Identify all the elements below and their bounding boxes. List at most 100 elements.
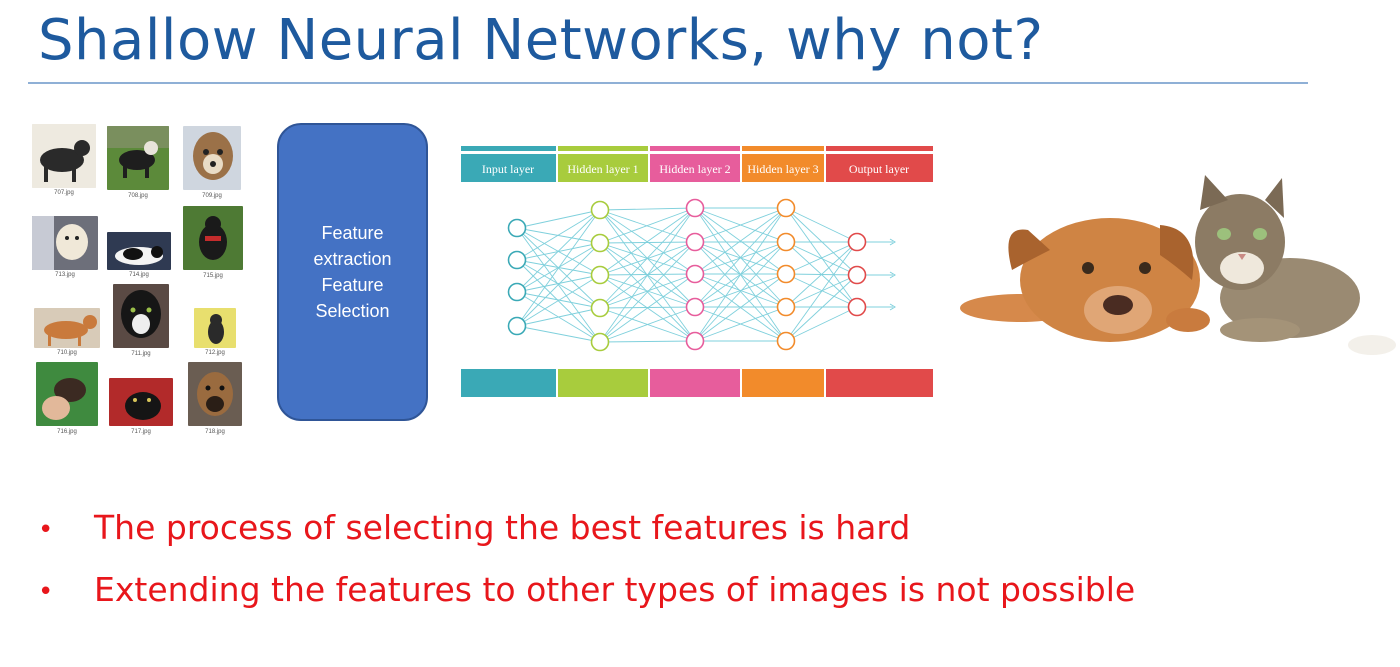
network-node — [590, 200, 610, 220]
network-edge — [599, 241, 696, 343]
network-node — [590, 332, 610, 352]
layer-label-hidden-2: Hidden layer 2 — [659, 162, 730, 176]
layer-label-hidden-3: Hidden layer 3 — [747, 162, 818, 176]
network-connections — [516, 207, 896, 343]
network-edge — [516, 307, 601, 327]
layer-topline-input — [461, 146, 556, 151]
thumbnail-caption: 711.jpg — [131, 351, 151, 357]
bullet-item: • Extending the features to other types … — [38, 570, 1135, 632]
thumbnail-caption: 715.jpg — [203, 273, 223, 279]
network-node — [685, 198, 705, 218]
network-node — [507, 316, 527, 336]
thumbnail-707: 707.jpg — [32, 124, 96, 196]
layer-header-hidden-3 — [742, 154, 824, 182]
dog-ear — [1160, 225, 1194, 280]
cat-eye — [1253, 228, 1267, 240]
network-node — [507, 218, 527, 238]
title-underline — [28, 82, 1308, 84]
thumbnail-caption: 718.jpg — [205, 429, 225, 435]
thumbnail-718: 718.jpg — [188, 362, 242, 436]
layer-header-output — [826, 154, 933, 182]
dog-photo — [183, 206, 243, 270]
network-edge — [694, 306, 787, 342]
layer-footer-output — [826, 369, 933, 397]
network-edge — [694, 207, 787, 243]
network-edge — [694, 273, 787, 342]
network-node — [590, 233, 610, 253]
dog-ear — [1008, 229, 1050, 270]
layer-topline-hidden-2 — [650, 146, 740, 151]
layer-footer-bar — [461, 369, 933, 397]
dog-and-cat-image — [960, 175, 1396, 355]
network-edge — [516, 325, 601, 343]
network-node — [776, 198, 796, 218]
network-edge — [516, 242, 601, 327]
network-node — [847, 297, 867, 317]
thumbnail-caption: 707.jpg — [54, 190, 74, 196]
feature-box-line: Feature — [321, 223, 384, 243]
dog-photo — [188, 362, 242, 426]
network-node — [685, 297, 705, 317]
network-edge — [516, 274, 601, 327]
network-edge — [785, 207, 858, 243]
thumbnail-717: 717.jpg — [109, 378, 173, 436]
network-node — [590, 298, 610, 318]
network-edge — [599, 241, 696, 244]
layer-header-bar: Input layer Hidden layer 1 Hidden layer … — [461, 146, 933, 182]
network-node — [847, 232, 867, 252]
network-node — [685, 232, 705, 252]
thumbnail-caption: 714.jpg — [129, 272, 149, 278]
feature-box-line: Feature — [321, 275, 384, 295]
thumbnail-713: 713.jpg — [32, 216, 98, 280]
network-edge — [785, 207, 858, 276]
thumbnail-caption: 712.jpg — [205, 350, 225, 356]
layer-header-hidden-2 — [650, 154, 740, 182]
network-edge — [694, 273, 787, 308]
feature-extraction-box: Feature extraction Feature Selection — [277, 123, 428, 421]
network-edge — [785, 207, 858, 308]
thumbnail-caption: 713.jpg — [55, 272, 75, 278]
thumbnail-caption: 708.jpg — [128, 193, 148, 199]
thumbnail-caption: 717.jpg — [131, 429, 151, 435]
bullet-item: • The process of selecting the best feat… — [38, 508, 1135, 570]
network-edge — [694, 241, 787, 342]
thumbnail-caption: 710.jpg — [57, 350, 77, 356]
network-edge — [599, 207, 696, 244]
bullet-text: Extending the features to other types of… — [94, 570, 1136, 609]
network-edge — [599, 209, 696, 243]
thumbnail-708: 708.jpg — [107, 126, 169, 199]
thumbnail-712: 712.jpg — [194, 308, 236, 360]
dog-photo — [32, 124, 96, 188]
dog-photo — [183, 126, 241, 190]
cat-ear — [1200, 175, 1228, 210]
network-edge — [785, 241, 858, 308]
dog-photo — [107, 126, 169, 190]
dog-photo — [36, 362, 98, 426]
network-edge — [516, 209, 601, 261]
thumbnail-caption: 709.jpg — [202, 193, 222, 199]
layer-topline-hidden-1 — [558, 146, 648, 151]
dog-eye — [1139, 262, 1151, 274]
layer-footer-hidden-2 — [650, 369, 740, 397]
cat-photo — [109, 378, 173, 426]
layer-footer-input — [461, 369, 556, 397]
cat-eye — [1217, 228, 1231, 240]
feature-box-line: extraction — [313, 249, 392, 269]
dog-paw — [1166, 308, 1210, 332]
network-edge — [785, 274, 858, 342]
cat-photo — [107, 232, 171, 270]
dog-eye — [1082, 262, 1094, 274]
network-node — [590, 265, 610, 285]
network-edge — [785, 241, 858, 276]
thumbnail-711: 711.jpg — [113, 284, 169, 360]
network-edge — [694, 207, 787, 342]
network-edge — [599, 306, 696, 343]
network-edge — [785, 273, 858, 308]
network-node — [685, 331, 705, 351]
thumbnail-716: 716.jpg — [36, 362, 98, 436]
network-edge — [694, 207, 787, 275]
dog-head — [1020, 218, 1200, 342]
layer-header-input — [461, 154, 556, 182]
thumbnail-709: 709.jpg — [183, 126, 241, 199]
network-edge — [516, 209, 601, 229]
